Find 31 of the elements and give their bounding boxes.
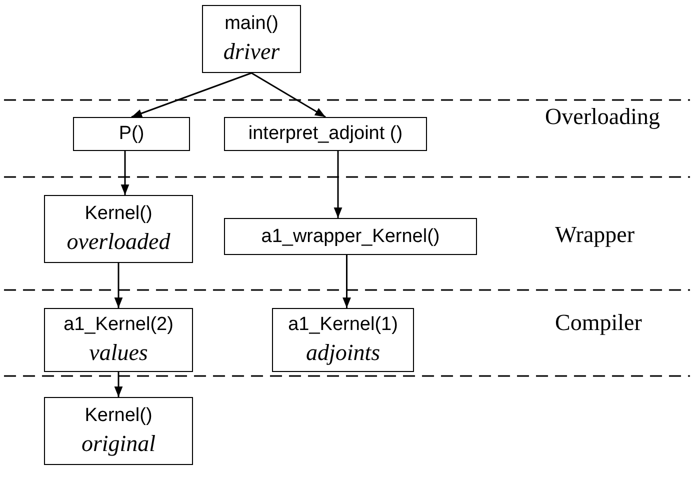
role-label: driver xyxy=(223,39,280,65)
arrow xyxy=(114,263,123,308)
function-name: a1_Kernel(2) xyxy=(64,314,174,336)
function-name: Kernel() xyxy=(84,203,152,225)
layer-label: Overloading xyxy=(545,104,660,130)
function-box xyxy=(224,218,477,255)
function-name: Kernel() xyxy=(84,405,152,427)
arrow xyxy=(251,72,326,118)
role-label: adjoints xyxy=(306,340,380,366)
function-box xyxy=(44,308,193,372)
arrow xyxy=(114,372,123,397)
function-name: P() xyxy=(118,123,144,145)
function-name: a1_wrapper_Kernel() xyxy=(261,226,440,248)
function-name: main() xyxy=(224,13,278,35)
role-label: original xyxy=(81,431,156,457)
function-box xyxy=(73,117,190,151)
function-box xyxy=(44,397,193,465)
function-box xyxy=(202,5,301,73)
function-box xyxy=(272,308,414,372)
function-box xyxy=(224,117,427,151)
role-label: overloaded xyxy=(66,229,170,255)
arrow xyxy=(120,151,130,195)
layer-label: Wrapper xyxy=(555,222,635,248)
function-name: a1_Kernel(1) xyxy=(288,314,398,336)
arrow xyxy=(334,151,342,218)
role-label: values xyxy=(89,340,148,366)
layer-label: Compiler xyxy=(555,310,642,336)
arrow xyxy=(342,255,351,308)
function-name: interpret_adjoint () xyxy=(248,123,403,145)
function-box xyxy=(44,195,193,263)
arrow xyxy=(131,72,252,118)
